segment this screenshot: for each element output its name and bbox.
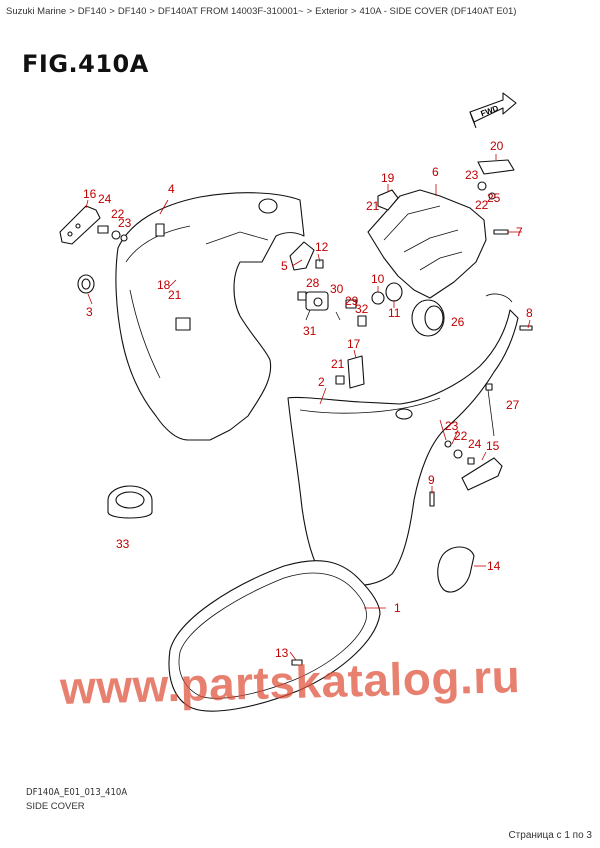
clamp-part	[477, 159, 515, 175]
callout-14: 14	[487, 559, 501, 573]
breadcrumb-separator: >	[109, 6, 115, 17]
callout-15: 15	[486, 439, 500, 453]
callout-6: 6	[432, 165, 439, 179]
callout-23-a: 23	[118, 216, 132, 230]
breadcrumb-item-df140at-serial[interactable]: DF140AT FROM 14003F-310001~	[157, 6, 304, 17]
callout-1: 1	[394, 601, 401, 615]
callout-23-c: 23	[445, 419, 459, 433]
callout-9: 9	[428, 473, 435, 487]
bracket-part	[367, 189, 487, 299]
callout-22-c: 22	[454, 429, 468, 443]
breadcrumb-item-df140-model[interactable]: DF140	[117, 6, 147, 17]
leader-lines	[85, 154, 531, 661]
switch-assembly-part	[297, 291, 367, 327]
page-indicator: Страница с 1 по 3	[508, 830, 592, 841]
side-cover-upper-part	[115, 192, 305, 441]
callout-20: 20	[490, 139, 504, 153]
callout-21-c: 21	[331, 357, 345, 371]
callout-29: 29	[345, 294, 359, 308]
callout-10: 10	[371, 272, 385, 286]
washer-set-part	[477, 181, 496, 200]
callout-4: 4	[168, 182, 175, 196]
bolt-part	[493, 229, 509, 235]
bolt-small-part	[291, 659, 303, 666]
seal-ring-part	[168, 560, 381, 712]
sleeve-part	[107, 485, 153, 519]
callout-13: 13	[275, 646, 289, 660]
fwd-arrow-icon: FWD	[469, 92, 517, 129]
callout-7: 7	[516, 225, 523, 239]
diagram-caption: SIDE COVER	[26, 801, 85, 812]
callout-3: 3	[86, 305, 93, 319]
callout-27: 27	[506, 398, 520, 412]
callout-31: 31	[303, 324, 317, 338]
callout-5: 5	[281, 259, 288, 273]
callout-21-a: 21	[168, 288, 182, 302]
breadcrumb: Suzuki Marine>DF140>DF140>DF140AT FROM 1…	[6, 6, 516, 17]
callout-11: 11	[388, 306, 401, 320]
callout-24-a: 24	[98, 192, 112, 206]
callout-32: 32	[355, 302, 369, 316]
callout-18: 18	[157, 278, 171, 292]
breadcrumb-separator: >	[69, 6, 75, 17]
callout-30: 30	[330, 282, 344, 296]
breadcrumb-separator: >	[306, 6, 313, 17]
callout-24-b: 24	[468, 437, 482, 451]
callout-22-a: 22	[111, 207, 125, 221]
diagram-code: DF140A_E01_013_410A	[26, 787, 128, 798]
breadcrumb-item-df140[interactable]: DF140	[77, 6, 107, 17]
breadcrumb-item-exterior[interactable]: Exterior	[315, 6, 348, 17]
callout-33: 33	[116, 537, 130, 551]
latch-handle-part	[59, 205, 128, 245]
cable-tie-part	[485, 383, 495, 437]
fwd-label: FWD	[479, 104, 499, 119]
rubber-grommet-part	[411, 299, 445, 337]
side-cover-lower-part	[287, 293, 519, 586]
callout-2: 2	[318, 375, 325, 389]
collar-part	[371, 282, 403, 305]
callout-labels: 1 2 3 4 5 6 7 8 9 10 11 12 13 14 15 16 1…	[83, 139, 533, 660]
grommet-part	[77, 274, 95, 294]
callout-16: 16	[83, 187, 97, 201]
callout-12: 12	[315, 240, 329, 254]
small-screw-part	[429, 491, 435, 507]
breadcrumb-separator: >	[149, 6, 155, 17]
callout-25: 25	[487, 191, 501, 205]
callout-19: 19	[381, 171, 395, 185]
breadcrumb-separator: >	[350, 6, 357, 17]
breadcrumb-item-suzuki-marine[interactable]: Suzuki Marine	[6, 6, 67, 17]
breadcrumb-item-current: 410A - SIDE COVER (DF140AT E01)	[359, 6, 517, 17]
clip-part	[289, 241, 324, 271]
hook-clip-part	[437, 546, 475, 593]
callout-28: 28	[306, 276, 320, 290]
callout-22-b: 22	[475, 198, 489, 212]
callout-26: 26	[451, 315, 465, 329]
callout-23-b: 23	[465, 168, 479, 182]
figure-title: FIG.410A	[22, 50, 149, 78]
lower-latch-part	[444, 440, 503, 491]
callout-8: 8	[526, 306, 533, 320]
cover-clip-part	[335, 355, 365, 389]
screw-part	[519, 325, 533, 331]
callout-17: 17	[347, 337, 361, 351]
callout-21-b: 21	[366, 199, 380, 213]
